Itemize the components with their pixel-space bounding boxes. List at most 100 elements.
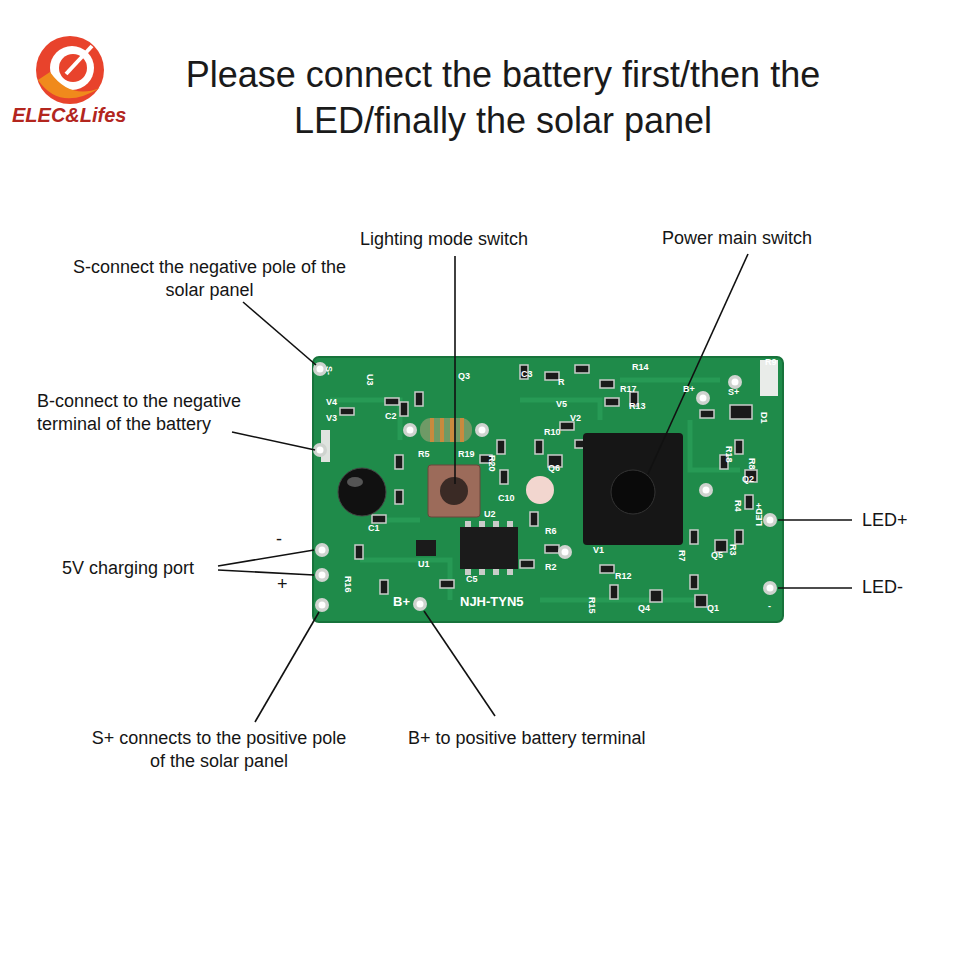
drill-hole — [407, 427, 414, 434]
silkscreen-label: R14 — [632, 363, 649, 373]
solder-pad — [313, 443, 327, 457]
solder-pad — [558, 545, 572, 559]
drill-hole — [767, 517, 774, 524]
silkscreen-label: R8 — [746, 458, 756, 470]
smd-component — [690, 530, 698, 544]
silkscreen-label: R17 — [620, 385, 637, 395]
ic-pin — [465, 521, 471, 527]
inductor-band — [440, 418, 444, 442]
callout-label: S-connect the negative pole of the solar… — [72, 256, 347, 302]
silkscreen-label: Q3 — [458, 372, 470, 382]
silkscreen-label: C3 — [521, 370, 533, 380]
drill-hole — [767, 585, 774, 592]
logo-arrow — [66, 46, 92, 74]
silkscreen-label: V2 — [570, 414, 581, 424]
drill-hole — [317, 366, 324, 373]
inductor-band — [430, 418, 434, 442]
smd-component — [605, 398, 619, 406]
smd-component — [400, 402, 408, 416]
ic-pin — [479, 521, 485, 527]
pcb-trace — [520, 400, 600, 420]
smd-component — [545, 545, 559, 553]
drill-hole — [703, 487, 710, 494]
drill-hole — [417, 601, 424, 608]
reflection — [526, 476, 554, 504]
pcb-trace — [360, 560, 450, 600]
tactile-button — [440, 477, 468, 505]
pcb-board — [313, 357, 783, 622]
title: Please connect the battery first/then th… — [118, 52, 888, 144]
callout-label: S+ connects to the positive pole of the … — [88, 727, 350, 773]
silkscreen-label: R20 — [486, 455, 496, 472]
pin-label: LED- — [862, 576, 903, 599]
silkscreen-label: B+ — [683, 385, 695, 395]
pin-sign: - — [276, 528, 282, 551]
silkscreen-label: LED+ — [755, 503, 765, 526]
ir-highlight — [347, 477, 363, 487]
tactile-switch — [428, 465, 480, 517]
silkscreen-label: R4 — [732, 500, 742, 512]
smd-component — [415, 392, 423, 406]
inductor-band — [460, 418, 464, 442]
leader-line — [454, 256, 456, 484]
ic-pin — [507, 569, 513, 575]
main-switch — [583, 433, 683, 545]
logo-icon — [36, 36, 104, 104]
smd-component — [340, 408, 354, 415]
leader-line — [778, 519, 852, 521]
ir-sensor — [338, 468, 386, 516]
solder-pad — [475, 423, 489, 437]
solder-pad — [763, 513, 777, 527]
callout-label: B-connect to the negative terminal of th… — [37, 390, 242, 436]
logo-text: ELEC&Lifes — [12, 104, 126, 127]
solder-pad — [403, 423, 417, 437]
ic-chip — [460, 527, 518, 569]
logo-swoosh — [38, 72, 100, 98]
smd-component — [395, 455, 403, 469]
smd-component — [535, 440, 543, 454]
silkscreen-label: R7 — [676, 550, 686, 562]
smd-component — [530, 512, 538, 526]
silkscreen-label: S- — [323, 366, 333, 375]
drill-hole — [562, 549, 569, 556]
smd-component — [545, 372, 559, 380]
smd-component — [650, 590, 662, 602]
smd-component — [500, 470, 508, 484]
ic-pin — [493, 521, 499, 527]
silkscreen-label: R12 — [615, 572, 632, 582]
callout-label: Power main switch — [662, 227, 812, 250]
silkscreen-label: V1 — [593, 546, 604, 556]
solder-pad — [315, 568, 329, 582]
silkscreen-label: Q1 — [707, 604, 719, 614]
silkscreen-label: R — [558, 378, 565, 388]
silkscreen-label: Q2 — [742, 475, 754, 485]
smd-component — [380, 580, 388, 594]
smd-component — [355, 545, 363, 559]
solder-pad — [696, 391, 710, 405]
silkscreen-label: V3 — [326, 414, 337, 424]
pcb-trace — [330, 400, 400, 440]
smd-component — [730, 405, 752, 419]
leader-line — [778, 587, 852, 589]
silkscreen-label: R18 — [723, 446, 733, 463]
silkscreen-label: R16 — [342, 576, 352, 593]
smd-component — [600, 565, 614, 573]
pcb-substrate — [313, 357, 783, 622]
smd-component — [520, 560, 534, 568]
silkscreen-label: V5 — [556, 400, 567, 410]
silkscreen-label: R6 — [545, 527, 557, 537]
silkscreen-label: C2 — [385, 412, 397, 422]
silkscreen-label: R19 — [458, 450, 475, 460]
silkscreen-label: C5 — [466, 575, 478, 585]
silkscreen-label: - — [768, 602, 771, 612]
logo-ring — [36, 36, 104, 104]
leader-line — [424, 611, 495, 716]
smd-component — [735, 530, 743, 544]
ic-pin — [493, 569, 499, 575]
silkscreen-label: V4 — [326, 398, 337, 408]
smd-component — [745, 495, 753, 509]
leader-line — [218, 570, 314, 575]
smd-component — [395, 490, 403, 504]
